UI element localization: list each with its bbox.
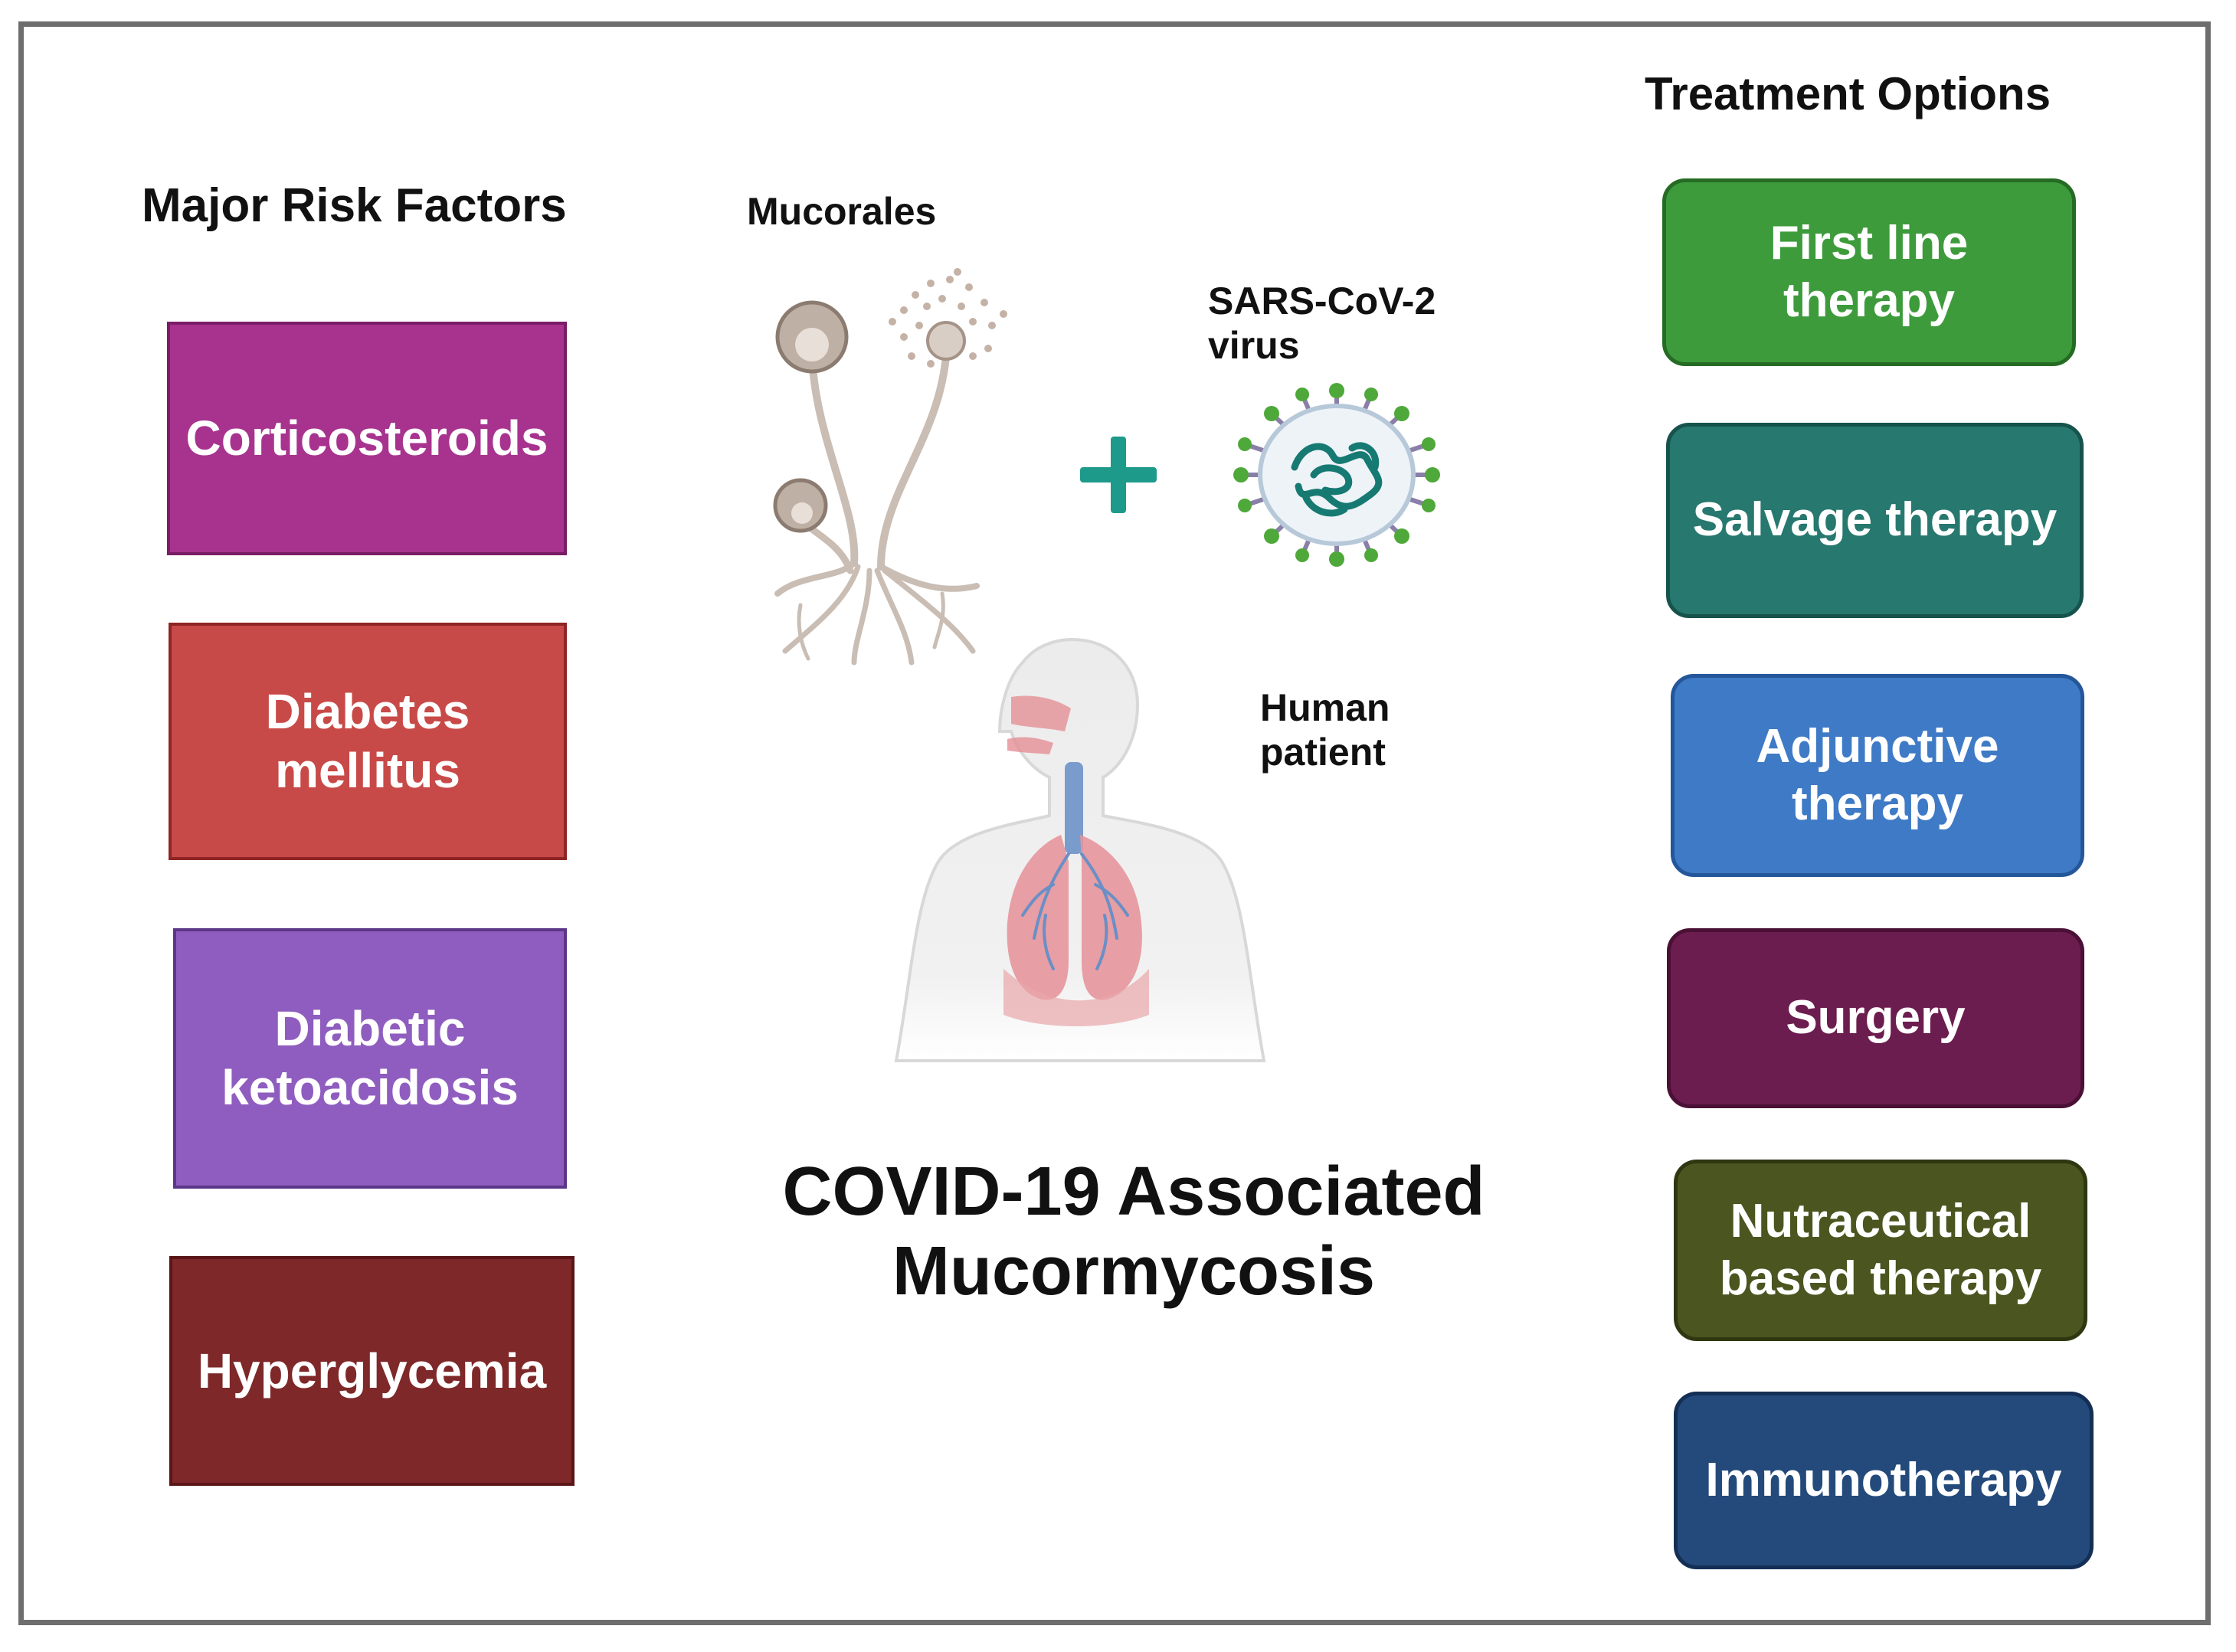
risk-factor-corticosteroids: Corticosteroids [167, 322, 567, 555]
treatment-surgery: Surgery [1667, 928, 2084, 1108]
risk-factors-heading: Major Risk Factors [142, 179, 567, 232]
treatment-nutraceutical-based-therapy: Nutraceutical based therapy [1674, 1160, 2087, 1341]
treatment-label: Immunotherapy [1705, 1453, 2062, 1506]
treatment-salvage-therapy: Salvage therapy [1666, 423, 2084, 618]
treatment-immunotherapy: Immunotherapy [1674, 1392, 2094, 1569]
risk-factor-hyperglycemia: Hyperglycemia [169, 1256, 575, 1486]
treatment-label: Surgery [1786, 991, 1966, 1045]
treatment-label: Nutraceutical based therapy [1719, 1195, 2042, 1305]
risk-factor-diabetes-mellitus: Diabetes mellitus [169, 623, 567, 860]
treatment-options-heading: Treatment Options [1645, 68, 2051, 119]
risk-factor-label: Hyperglycemia [197, 1343, 547, 1398]
risk-factor-diabetic-ketoacidosis: Diabetic ketoacidosis [173, 928, 567, 1189]
treatment-label: Adjunctive therapy [1756, 720, 1999, 830]
mucorales-label: Mucorales [747, 190, 937, 233]
mucorales-fungus-illustration [773, 268, 1007, 666]
risk-factor-label: Diabetic ketoacidosis [221, 1001, 519, 1115]
figure-frame [18, 21, 2211, 1625]
virus-label: SARS-CoV-2 virus [1208, 280, 1436, 367]
treatment-first-line-therapy: First line therapy [1662, 178, 2076, 366]
risk-factor-label: Diabetes mellitus [265, 684, 470, 798]
human-patient-label: Human patient [1260, 686, 1390, 774]
treatment-adjunctive-therapy: Adjunctive therapy [1671, 674, 2084, 877]
sars-cov-2-virus-icon [1233, 383, 1440, 567]
treatment-label: First line therapy [1769, 217, 1969, 327]
treatment-label: Salvage therapy [1692, 493, 2058, 547]
human-patient-illustration [894, 637, 1266, 1062]
plus-icon [1080, 437, 1157, 513]
risk-factor-label: Corticosteroids [185, 411, 548, 466]
spore-cloud [889, 268, 1007, 368]
diagram-title: COVID-19 Associated Mucormycosis [782, 1153, 1485, 1310]
